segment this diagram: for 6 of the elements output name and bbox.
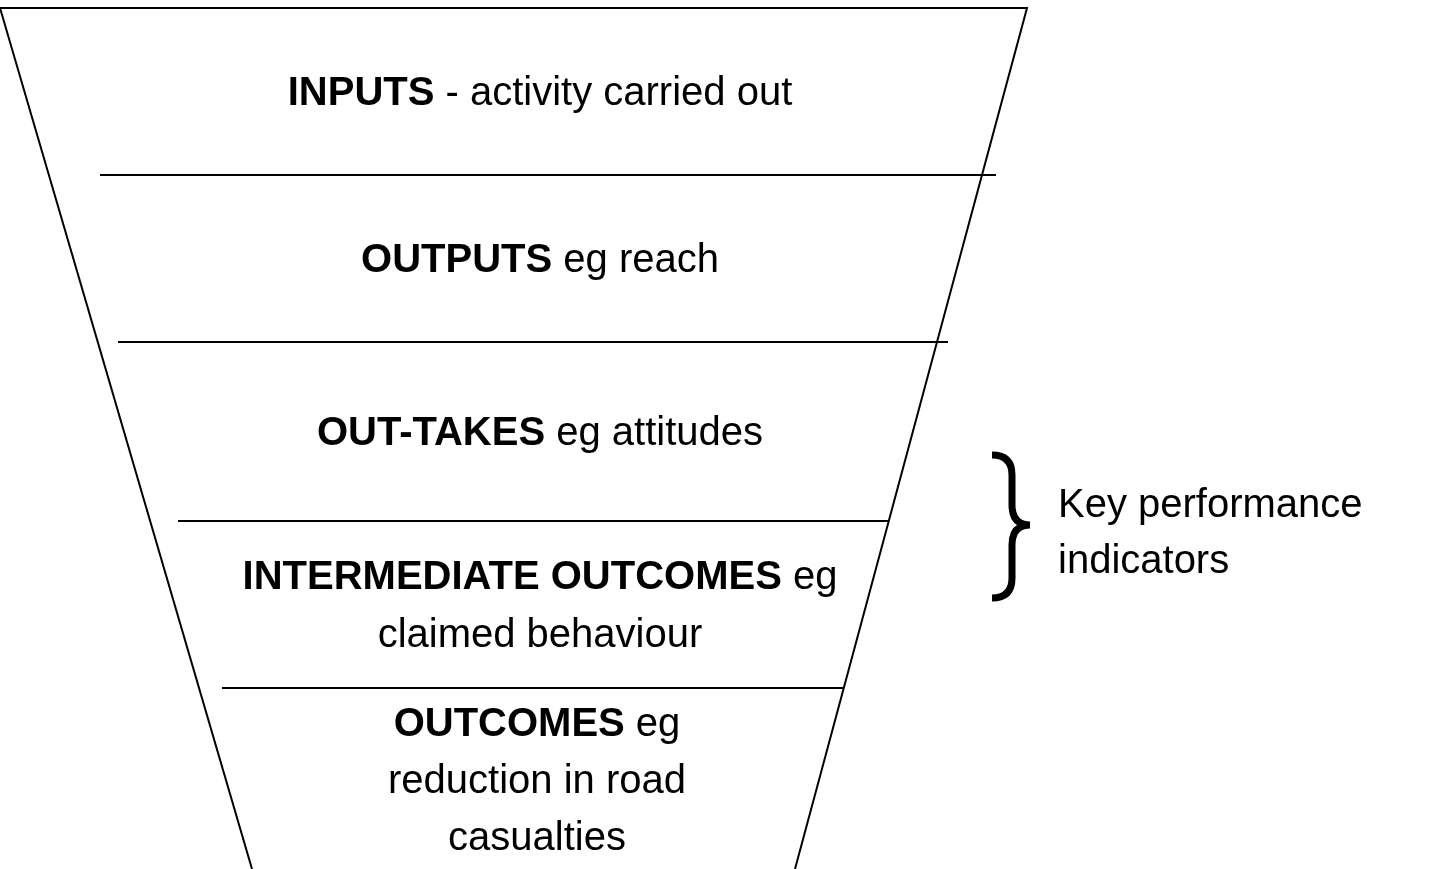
funnel-level-text: OUT-TAKES eg attitudes xyxy=(316,402,764,461)
funnel-level-text: INTERMEDIATE OUTCOMES eg claimed behaviour xyxy=(200,547,880,662)
brace-label: Key performance indicators xyxy=(1058,480,1364,583)
funnel-level-text: OUTPUTS eg reach xyxy=(361,229,719,288)
funnel-level-text: OUTCOMES eg reduction in road casualties xyxy=(352,693,722,866)
funnel-level-text: INPUTS - activity carried out xyxy=(287,62,793,121)
